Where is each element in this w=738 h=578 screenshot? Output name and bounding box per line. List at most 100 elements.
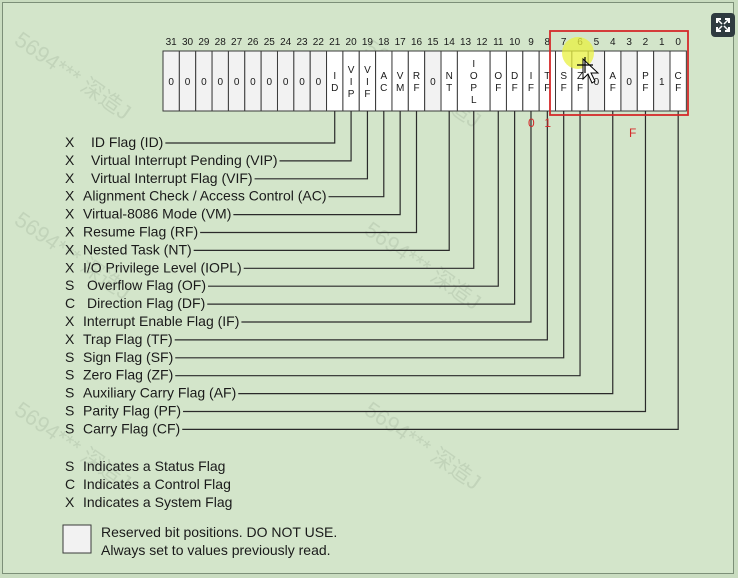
flag-label: Virtual-8086 Mode (VM): [83, 206, 231, 222]
flag-cell-letter: F: [528, 83, 534, 94]
flag-cell-letter: Z: [577, 71, 583, 82]
cursor-highlight: [562, 37, 594, 69]
reserved-cell-value: 0: [185, 77, 191, 88]
flag-cell-letter: I: [472, 59, 475, 70]
flag-label: Virtual Interrupt Pending (VIP): [91, 152, 278, 168]
flag-cell-letter: A: [380, 71, 387, 82]
reserved-note-line2: Always set to values previously read.: [101, 542, 331, 558]
red-highlight-box: [549, 30, 689, 116]
flag-label: Direction Flag (DF): [87, 295, 205, 311]
bit-number: 4: [610, 37, 616, 48]
flag-cell-letter: T: [544, 71, 550, 82]
reserved-cell-value: 0: [283, 77, 289, 88]
flag-label: Resume Flag (RF): [83, 224, 198, 240]
flag-label: Overflow Flag (OF): [87, 277, 206, 293]
reserved-cell-value: 0: [234, 77, 240, 88]
flag-type: X: [65, 134, 75, 150]
bit-number: 29: [198, 37, 210, 48]
flag-cell-letter: I: [350, 77, 353, 88]
bit-number: 23: [296, 37, 308, 48]
reserved-note-line1: Reserved bit positions. DO NOT USE.: [101, 524, 337, 540]
flag-cell: [456, 50, 491, 112]
flag-cell-letter: I: [530, 71, 533, 82]
flag-label: Carry Flag (CF): [83, 420, 180, 436]
flag-cell-letter: F: [577, 83, 583, 94]
flag-label: Sign Flag (SF): [83, 349, 173, 365]
flag-cell-letter: O: [494, 71, 502, 82]
annotation-if-value: 0: [528, 116, 535, 130]
flag-cell-letter: P: [470, 83, 477, 94]
flag-label: Auxiliary Carry Flag (AF): [83, 385, 236, 401]
leader-line: [207, 111, 516, 305]
flag-cell-letter: L: [471, 95, 477, 106]
expand-icon: [716, 18, 730, 32]
bit-number: 28: [215, 37, 227, 48]
cursor-pointer: [577, 57, 600, 84]
bit-number: 2: [643, 37, 649, 48]
flag-cell-letter: 0: [430, 77, 436, 88]
flag-cell-letter: C: [380, 83, 387, 94]
leader-line: [193, 111, 450, 251]
flag-type: S: [65, 349, 74, 365]
flag-type: X: [65, 206, 75, 222]
leader-line: [241, 111, 532, 323]
flag-type: X: [65, 170, 75, 186]
flag-label: Interrupt Enable Flag (IF): [83, 313, 239, 329]
flag-cell-letter: A: [609, 71, 616, 82]
reserved-cell-value: 0: [316, 77, 322, 88]
bit-number: 21: [329, 37, 341, 48]
leader-line: [279, 111, 352, 162]
flag-cell-letter: P: [348, 89, 355, 100]
leader-line: [182, 111, 679, 430]
bit-number: 0: [675, 37, 681, 48]
bit-number: 13: [460, 37, 472, 48]
flag-cell-letter: F: [675, 83, 681, 94]
flag-type: X: [65, 313, 75, 329]
flag-cell-letter: 0: [626, 77, 632, 88]
flag-label: Parity Flag (PF): [83, 403, 181, 419]
bit-number: 5: [594, 37, 600, 48]
flag-cell-letter: F: [364, 89, 370, 100]
bit-number: 14: [444, 37, 456, 48]
fullscreen-button[interactable]: [711, 13, 735, 37]
legend-type: X: [65, 494, 75, 510]
leader-line: [233, 111, 401, 216]
bit-number: 25: [264, 37, 276, 48]
flag-type: S: [65, 277, 74, 293]
flag-cell-letter: F: [544, 83, 550, 94]
flag-type: S: [65, 367, 74, 383]
annotation-box-label: F: [629, 126, 636, 140]
flag-cell-letter: F: [495, 83, 501, 94]
leader-line: [175, 111, 565, 359]
bit-number: 3: [626, 37, 632, 48]
bit-number: 8: [545, 37, 551, 48]
watermark-text: 5694*** 深造J: [360, 217, 486, 315]
reserved-cell-value: 0: [299, 77, 305, 88]
flag-cell-letter: 1: [659, 77, 665, 88]
watermark-text: 5694*** 深造J: [10, 27, 136, 125]
flag-label: Virtual Interrupt Flag (VIF): [91, 170, 253, 186]
leader-line: [200, 111, 418, 234]
leader-line: [175, 111, 581, 377]
flag-cell-letter: D: [511, 71, 518, 82]
leader-line: [254, 111, 369, 180]
flag-type: C: [65, 295, 75, 311]
bit-number: 20: [346, 37, 358, 48]
flag-type: X: [65, 331, 75, 347]
flag-cell-letter: I: [333, 71, 336, 82]
flag-cell-letter: I: [366, 77, 369, 88]
bit-number: 17: [395, 37, 407, 48]
flag-cell-letter: V: [364, 65, 371, 76]
bit-number: 30: [182, 37, 194, 48]
flag-type: X: [65, 224, 75, 240]
leader-line: [328, 111, 385, 198]
flag-label: Zero Flag (ZF): [83, 367, 173, 383]
bit-number: 16: [411, 37, 423, 48]
bit-number: 1: [659, 37, 665, 48]
flag-label: ID Flag (ID): [91, 134, 163, 150]
flag-label: I/O Privilege Level (IOPL): [83, 259, 242, 275]
legend-label: Indicates a Control Flag: [83, 476, 231, 492]
